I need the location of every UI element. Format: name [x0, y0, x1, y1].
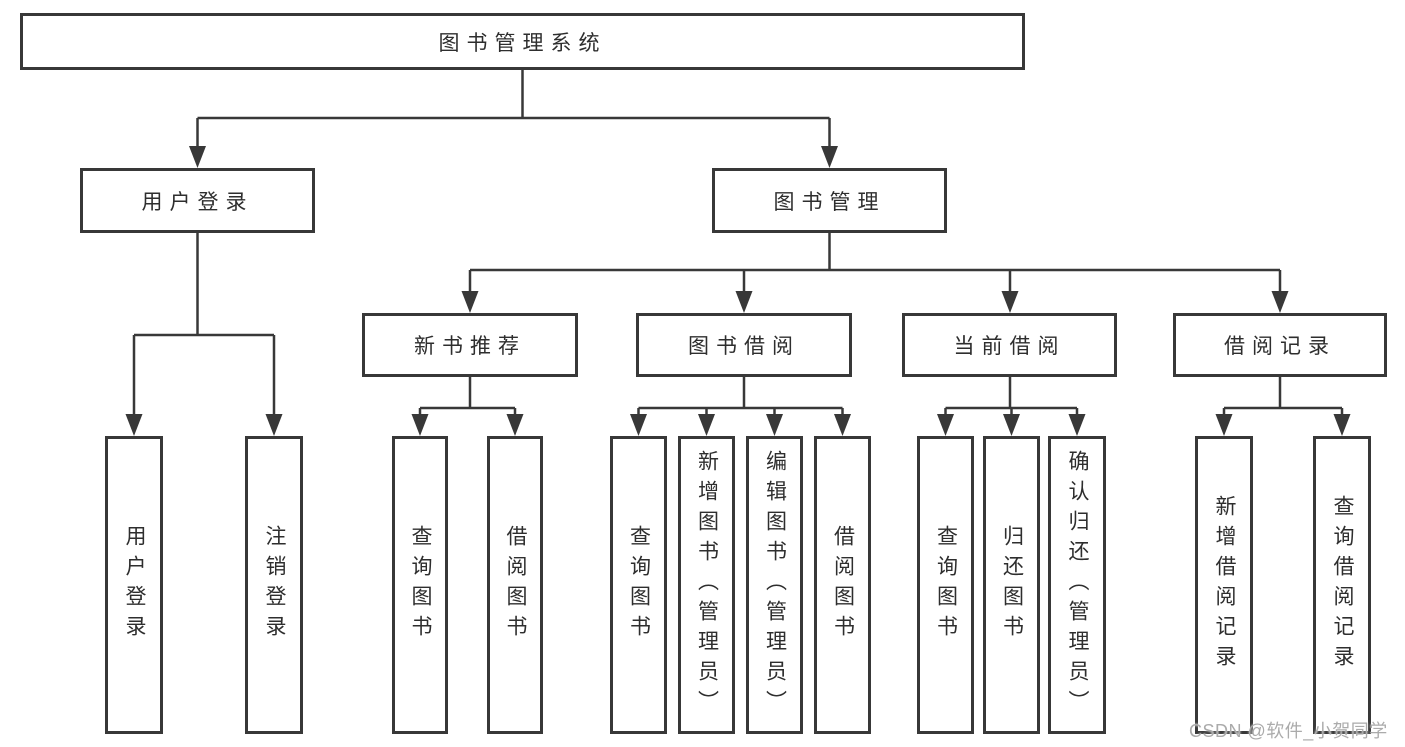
leaf-add-borrow-record: 新增借阅记录 [1195, 436, 1253, 734]
leaf-confirm-return-admin: 确认归还（管理员） [1048, 436, 1106, 734]
csdn-watermark: CSDN @软件_小贺同学 [1189, 721, 1388, 741]
leaf-query-borrow-record: 查询借阅记录 [1313, 436, 1371, 734]
edge-root-split [196, 68, 831, 150]
node-current-borrowing: 当前借阅 [902, 313, 1117, 377]
edge-book-borrow-split [637, 377, 844, 418]
edge-borrow-record-split [1222, 377, 1344, 418]
node-root: 图书管理系统 [20, 13, 1025, 70]
node-book-management: 图书管理 [712, 168, 947, 233]
node-user-login: 用户登录 [80, 168, 315, 233]
leaf-query-books-recommend: 查询图书 [392, 436, 448, 734]
leaf-query-books-current: 查询图书 [917, 436, 974, 734]
edge-current-borrow-split [944, 377, 1079, 418]
leaf-user-login: 用户登录 [105, 436, 163, 734]
leaf-add-book-admin: 新增图书（管理员） [678, 436, 735, 734]
leaf-borrow-books-recommend: 借阅图书 [487, 436, 543, 734]
edge-user-login-split [132, 233, 276, 418]
node-borrowing-records: 借阅记录 [1173, 313, 1387, 377]
arrowheads [125, 146, 1351, 436]
leaf-edit-book-admin: 编辑图书（管理员） [746, 436, 803, 734]
node-book-borrowing: 图书借阅 [636, 313, 852, 377]
node-new-book-recommend: 新书推荐 [362, 313, 578, 377]
leaf-return-books: 归还图书 [983, 436, 1040, 734]
edge-new-book-split [418, 377, 517, 418]
edge-book-mgmt-split [468, 233, 1282, 295]
leaf-query-books-borrow: 查询图书 [610, 436, 667, 734]
leaf-logout: 注销登录 [245, 436, 303, 734]
leaf-borrow-books: 借阅图书 [814, 436, 871, 734]
